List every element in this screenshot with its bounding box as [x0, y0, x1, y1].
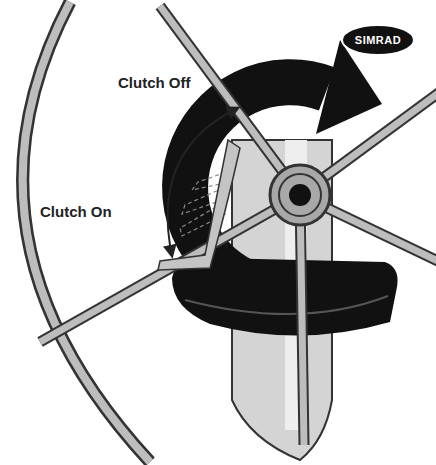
callout-label: Clutch Off: [116, 74, 193, 91]
logo-badge: [342, 25, 414, 55]
wheel-rim: [23, 2, 150, 462]
wheel-spokes: [40, 6, 436, 445]
wheel-rim-face: [23, 2, 150, 462]
housing-bevel: [185, 296, 388, 314]
hub-ring: [279, 174, 321, 216]
hub-center: [289, 184, 311, 206]
drive-housing: [172, 258, 398, 336]
logo-text: SIMRAD: [355, 34, 401, 47]
motion-arrow: [168, 108, 238, 256]
callout-label: Clutch On: [38, 203, 114, 220]
wheel-hub: [270, 165, 330, 225]
